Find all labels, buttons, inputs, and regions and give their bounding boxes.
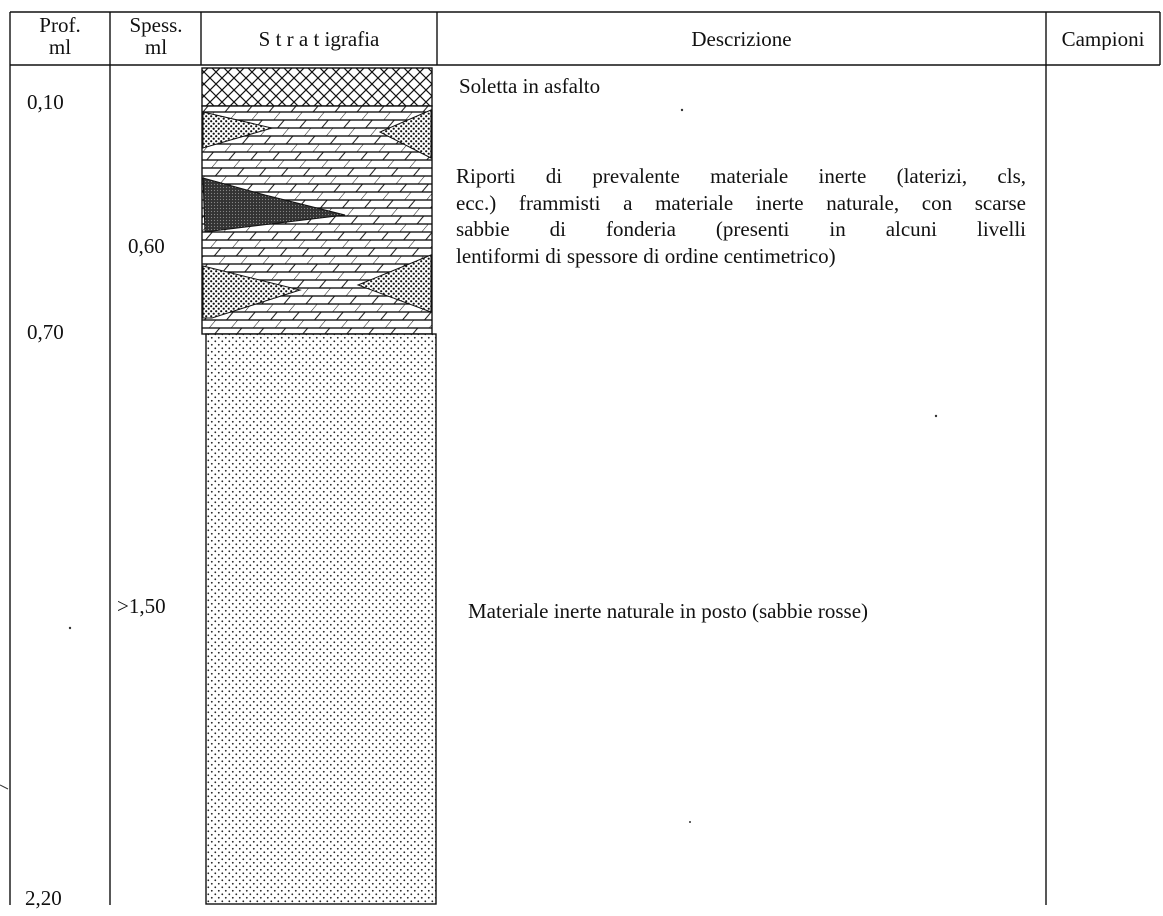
lens-left-bottom [202, 265, 302, 319]
lens-right-bottom [356, 254, 432, 313]
description-line: Riporti di prevalente materiale inerte (… [456, 164, 1026, 188]
depth-value: 2,20 [25, 886, 62, 910]
header-prof-line2: ml [48, 35, 72, 59]
thickness-value: >1,50 [117, 594, 166, 618]
description-line: ecc.) frammisti a materiale inerte natur… [456, 190, 1026, 215]
lens-dark [202, 177, 346, 233]
layer-description-asphalt: Soletta in asfalto [459, 74, 601, 98]
layer-description-fill: Riporti di prevalente materiale inerte (… [456, 163, 1026, 269]
header-prof-line1: Prof. [39, 13, 81, 37]
lens-right-top [378, 109, 432, 159]
description-line: lentiformi di spessore di ordine centime… [456, 243, 836, 268]
header-prof: Prof. ml [12, 14, 108, 58]
header-spess-line2: ml [144, 35, 168, 59]
thickness-value: 0,60 [128, 234, 165, 258]
table-grid [9, 11, 1161, 905]
header-descrizione: Descrizione [691, 27, 792, 51]
description-line: sabbie di fonderia (presenti in alcuni l… [456, 217, 1026, 241]
layer-description-sand: Materiale inerte naturale in posto (sabb… [468, 599, 869, 623]
depth-value: 0,10 [27, 90, 64, 114]
layer-sand [205, 333, 437, 905]
layer-asphalt [201, 67, 433, 107]
lens-left-top [202, 111, 274, 149]
header-spess: Spess. ml [112, 14, 200, 58]
header-stratigrafia: S t r a t igrafia [258, 27, 380, 51]
header-spess-line1: Spess. [129, 13, 183, 37]
header-campioni: Campioni [1061, 28, 1145, 50]
depth-value: 0,70 [27, 320, 64, 344]
